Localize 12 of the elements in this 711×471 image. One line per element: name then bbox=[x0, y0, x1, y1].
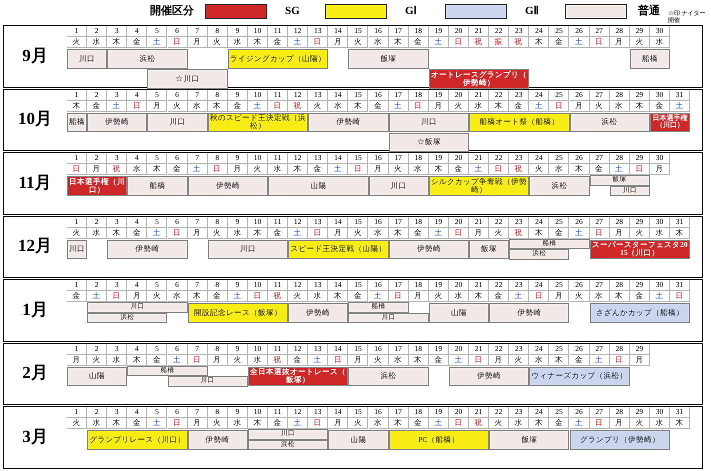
month-label: 12月 bbox=[17, 235, 53, 257]
month-label: 3月 bbox=[21, 426, 49, 448]
month-label: 2月 bbox=[21, 362, 49, 384]
month-label: 11月 bbox=[17, 172, 53, 194]
legend-heading: 開催区分 bbox=[150, 4, 194, 18]
month-label: 1月 bbox=[21, 298, 49, 320]
legend-label: GⅠ bbox=[405, 4, 417, 18]
month-label: 9月 bbox=[21, 44, 49, 66]
legend-label: GⅡ bbox=[525, 4, 539, 18]
legend-label: SG bbox=[285, 4, 300, 18]
month-label: 10月 bbox=[17, 108, 53, 130]
legend-label: 普通 bbox=[638, 4, 660, 18]
